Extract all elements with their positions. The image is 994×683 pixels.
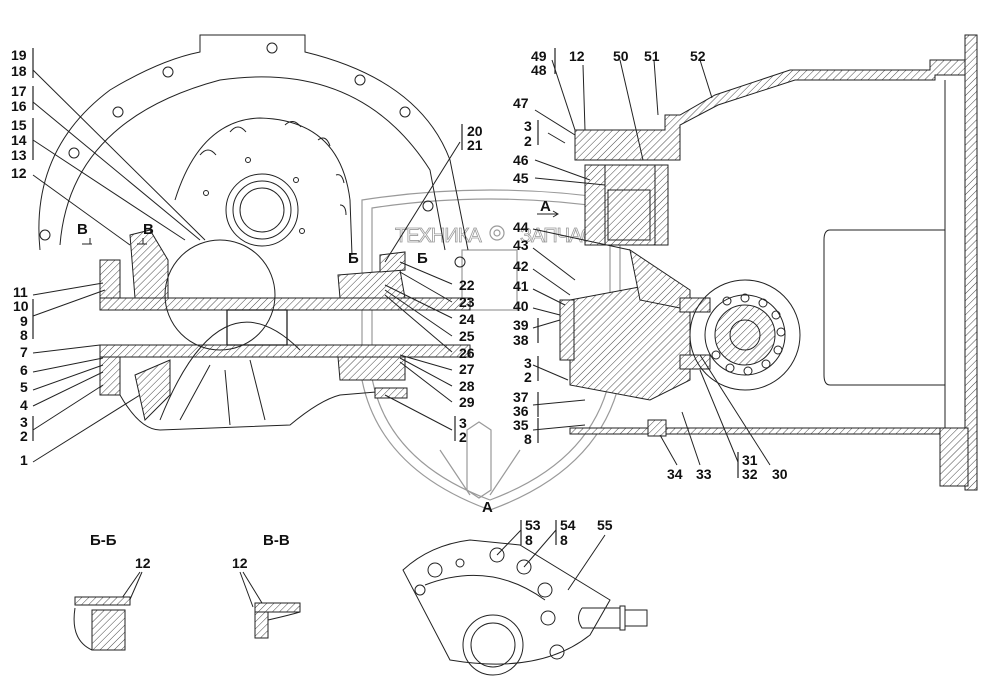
callout-32: 32 <box>742 466 758 482</box>
callout-41: 41 <box>513 278 529 294</box>
shaft-housing <box>99 229 471 431</box>
section-bb-callout: 12 <box>135 555 151 571</box>
callout-39: 39 <box>513 317 529 333</box>
bearing-rollers <box>711 293 786 376</box>
flywheel-housing <box>38 34 469 268</box>
view-a-callout-55: 55 <box>597 517 613 533</box>
callout-15: 15 <box>11 117 27 133</box>
section-b-mark-right: Б <box>417 250 428 267</box>
callout-brackets <box>32 48 739 545</box>
callout-2c: 2 <box>524 133 532 149</box>
view-a-label: А <box>482 499 493 516</box>
callout-31: 31 <box>742 452 758 468</box>
callout-25: 25 <box>459 328 475 344</box>
callout-3: 3 <box>20 414 28 430</box>
callout-44: 44 <box>513 219 529 235</box>
callout-35: 35 <box>513 417 529 433</box>
callout-8: 8 <box>20 327 28 343</box>
view-a-arrow-label: А <box>540 198 551 215</box>
callout-12b: 12 <box>569 48 585 64</box>
callout-14: 14 <box>11 132 27 148</box>
callout-13: 13 <box>11 147 27 163</box>
callout-4: 4 <box>20 397 28 413</box>
callout-48: 48 <box>531 62 547 78</box>
callout-16: 16 <box>11 98 27 114</box>
callout-11: 11 <box>13 284 28 300</box>
section-v-mark-right: В <box>143 221 154 238</box>
callout-22: 22 <box>459 277 475 293</box>
callout-37: 37 <box>513 389 529 405</box>
section-marks: В В Б Б А А <box>77 198 559 516</box>
callout-40: 40 <box>513 298 529 314</box>
callout-9: 9 <box>20 313 28 329</box>
callout-3d: 3 <box>524 355 532 371</box>
callout-24: 24 <box>459 311 475 327</box>
callout-7: 7 <box>20 344 28 360</box>
callout-3c: 3 <box>524 118 532 134</box>
detail-section-bb: Б-Б 12 <box>73 532 151 651</box>
callout-17: 17 <box>11 83 27 99</box>
callout-2b: 2 <box>459 429 467 445</box>
callout-45: 45 <box>513 170 529 186</box>
callout-8b: 8 <box>524 431 532 447</box>
view-a-callout-53: 53 <box>525 517 541 533</box>
callout-29: 29 <box>459 394 475 410</box>
callout-43: 43 <box>513 237 529 253</box>
callout-3b: 3 <box>459 415 467 431</box>
callout-34: 34 <box>667 466 683 482</box>
callout-10: 10 <box>13 298 29 314</box>
callout-1: 1 <box>20 452 28 468</box>
callout-12: 12 <box>11 165 27 181</box>
callout-38: 38 <box>513 332 529 348</box>
callout-27: 27 <box>459 361 475 377</box>
callout-20: 20 <box>467 123 483 139</box>
callouts-right: 49 48 12 50 51 52 47 3 2 46 45 44 43 42 … <box>513 48 788 482</box>
callout-42: 42 <box>513 258 529 274</box>
reduction-gear-housing <box>559 34 978 491</box>
watermark-left-text: ТЕХНИКА <box>395 225 482 247</box>
view-a-callout-54: 54 <box>560 517 576 533</box>
view-a-callout-54-8: 8 <box>560 532 568 548</box>
callouts-center: 20 21 22 23 24 25 26 27 28 29 3 2 <box>459 123 483 445</box>
section-vv-callout: 12 <box>232 555 248 571</box>
section-b-mark-left: Б <box>348 250 359 267</box>
callout-18: 18 <box>11 63 27 79</box>
callout-36: 36 <box>513 403 529 419</box>
callout-19: 19 <box>11 47 27 63</box>
callout-2d: 2 <box>524 369 532 385</box>
section-v-mark-left: В <box>77 221 88 238</box>
detail-view-a: 53 8 54 8 55 <box>402 517 648 676</box>
callout-51: 51 <box>644 48 660 64</box>
callout-49: 49 <box>531 48 547 64</box>
detail-section-vv: В-В 12 <box>232 532 301 639</box>
callout-30: 30 <box>772 466 788 482</box>
callout-5: 5 <box>20 379 28 395</box>
callout-2: 2 <box>20 428 28 444</box>
callout-28: 28 <box>459 378 475 394</box>
leader-lines <box>32 59 771 466</box>
callout-50: 50 <box>613 48 629 64</box>
callout-52: 52 <box>690 48 706 64</box>
callout-47: 47 <box>513 95 529 111</box>
callout-46: 46 <box>513 152 529 168</box>
callout-21: 21 <box>467 137 483 153</box>
callout-33: 33 <box>696 466 712 482</box>
callout-26: 26 <box>459 345 475 361</box>
view-a-callout-53-8: 8 <box>525 532 533 548</box>
section-vv-title: В-В <box>263 532 290 549</box>
callouts-left: 19 18 17 16 15 14 13 12 11 10 9 8 7 6 5 … <box>11 47 29 468</box>
gear-icon <box>489 225 505 241</box>
callout-6: 6 <box>20 362 28 378</box>
section-bb-title: Б-Б <box>90 532 117 549</box>
callout-23: 23 <box>459 294 475 310</box>
